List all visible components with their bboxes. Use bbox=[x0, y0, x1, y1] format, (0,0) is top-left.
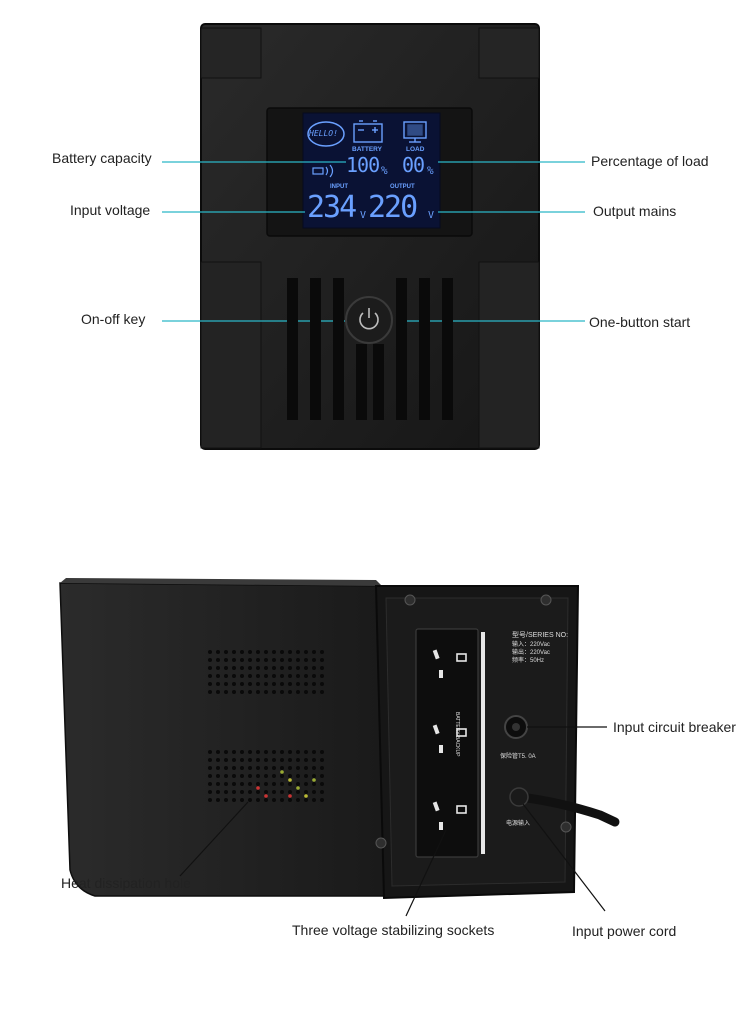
label-heat-dissipation-hole: Heat dissipation hole bbox=[61, 875, 191, 891]
lcd-load-tag: LOAD bbox=[406, 146, 425, 153]
callout-input-power-cord bbox=[522, 803, 606, 912]
power-icon bbox=[359, 308, 379, 330]
lcd-output-unit: V bbox=[428, 210, 435, 221]
lcd-screen bbox=[302, 112, 441, 229]
label-battery-capacity: Battery capacity bbox=[52, 150, 152, 166]
hello-bubble-icon bbox=[307, 121, 345, 147]
lcd-input-value: 234 bbox=[307, 190, 357, 225]
front-view: BATTERY LOAD INPUT OUTPUT bbox=[162, 23, 585, 450]
battery-icon bbox=[353, 120, 383, 143]
nameplate-series-no: 型号/SERIES NO: bbox=[512, 632, 569, 639]
label-one-button-start: One-button start bbox=[589, 314, 691, 330]
lcd-input-tag: INPUT bbox=[330, 184, 348, 190]
power-cord-grommet bbox=[509, 787, 529, 807]
panel-screws bbox=[375, 594, 572, 849]
lcd-input-unit: V bbox=[360, 210, 367, 221]
label-input-power-cord: Input power cord bbox=[572, 923, 677, 939]
internal-led-glints bbox=[256, 770, 316, 798]
lcd-load-value: 00 bbox=[402, 153, 425, 177]
nameplate-input-spec: 输入：220Vac bbox=[512, 642, 550, 648]
callout-heat-dissipation-hole bbox=[179, 801, 249, 877]
label-input-circuit-breaker: Input circuit breaker bbox=[613, 719, 736, 735]
lcd-load-unit: % bbox=[427, 164, 434, 177]
input-power-cord bbox=[515, 792, 620, 827]
power-button[interactable] bbox=[345, 296, 393, 344]
socket-1[interactable] bbox=[432, 649, 467, 678]
speaker-icon bbox=[312, 164, 334, 178]
lcd-output-tag: OUTPUT bbox=[390, 184, 415, 190]
nameplate-power-input: 电源输入 bbox=[506, 821, 531, 827]
label-input-voltage: Input voltage bbox=[70, 202, 151, 218]
label-percentage-of-load: Percentage of load bbox=[591, 153, 709, 169]
ups-side-panel bbox=[59, 582, 385, 897]
socket-3[interactable] bbox=[432, 801, 467, 830]
lcd-battery-tag: BATTERY bbox=[352, 146, 383, 153]
lcd-hello-text: HELLO! bbox=[309, 129, 338, 138]
lcd-battery-value: 100 bbox=[346, 153, 380, 177]
socket-2[interactable] bbox=[432, 724, 467, 753]
front-vent-slots bbox=[287, 278, 453, 420]
label-output-mains: Output mains bbox=[593, 203, 677, 219]
lcd-battery-unit: % bbox=[381, 164, 388, 177]
nameplate-output-spec: 输出：220Vac bbox=[512, 650, 550, 656]
callout-three-sockets bbox=[405, 829, 447, 917]
nameplate-battery-backup: BATTERY BACKUP bbox=[454, 712, 460, 757]
label-on-off-key: On-off key bbox=[81, 311, 146, 327]
heat-dissipation-holes-upper bbox=[208, 650, 324, 694]
socket-strip bbox=[415, 628, 479, 858]
lcd-output-value: 220 bbox=[368, 190, 418, 225]
load-monitor-icon bbox=[403, 121, 427, 143]
nameplate-frequency: 频率：50Hz bbox=[512, 658, 545, 664]
label-three-sockets: Three voltage stabilizing sockets bbox=[292, 922, 495, 938]
nameplate-fuse: 保险管T5. 0A bbox=[500, 754, 536, 760]
rear-view bbox=[59, 578, 620, 917]
